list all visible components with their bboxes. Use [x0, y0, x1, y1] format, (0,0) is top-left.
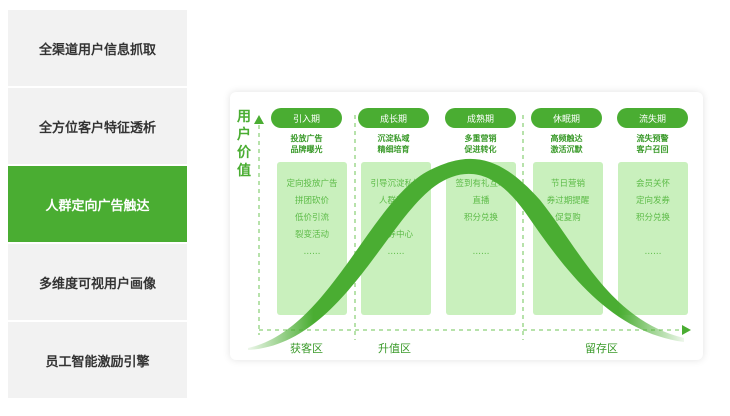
stage-subtitle-line: 沉淀私域 [377, 134, 410, 143]
stage-subtitle: 多重营销促进转化 [445, 133, 516, 155]
sidebar-item-customer-analysis[interactable]: 全方位客户特征透析 [8, 88, 187, 164]
x-axis-arrow-icon [682, 325, 691, 335]
stage-item: …… [303, 247, 321, 257]
stage-pill: 流失期 [617, 108, 688, 128]
stage-item: 定向投放广告 [286, 179, 338, 189]
y-axis-arrow-icon [254, 115, 264, 124]
stage-subtitle: 投放广告品牌曝光 [271, 133, 342, 155]
stage-item: 券过期提醒 [546, 196, 590, 206]
zone-acquisition: 获客区 [290, 342, 323, 355]
sidebar-item-user-portrait[interactable]: 多维度可视用户画像 [8, 244, 187, 320]
stage-item: 领券中心 [378, 230, 413, 240]
stage-subtitle-line: 品牌曝光 [290, 145, 323, 154]
stage-subtitle-line: 多重营销 [464, 134, 497, 143]
stage-subtitle-line: 投放广告 [290, 134, 323, 143]
stage-subtitle-line: 激活沉默 [550, 145, 583, 154]
stage-item: 引导沉淀私域 [370, 179, 422, 189]
stage-pill: 引入期 [271, 108, 342, 128]
sidebar: 全渠道用户信息抓取 全方位客户特征透析 人群定向广告触达 多维度可视用户画像 员… [8, 10, 187, 400]
zone-retention: 留存区 [585, 342, 618, 355]
stage-pill: 成长期 [358, 108, 429, 128]
stage-subtitle-line: 高频触达 [550, 134, 583, 143]
stage-subtitle: 流失预警客户召回 [617, 133, 688, 155]
stage-item: 低价引流 [294, 213, 329, 223]
stage-item: 积分兑换 [635, 213, 670, 223]
y-axis-label: 用户价值 [237, 109, 251, 179]
stage-item: …… [387, 247, 405, 257]
stage-subtitle: 高频触达激活沉默 [531, 133, 602, 155]
sidebar-item-targeted-ads[interactable]: 人群定向广告触达 [8, 166, 187, 242]
stage-item: …… [644, 247, 662, 257]
stage-subtitle-line: 精细培育 [377, 145, 410, 154]
stage-item: 会员关怀 [635, 179, 670, 189]
stage-item: 积分兑换 [463, 213, 498, 223]
stage-item: …… [472, 247, 490, 257]
stage-pill: 休眠期 [531, 108, 602, 128]
stage-pill: 成熟期 [445, 108, 516, 128]
curve-shape [248, 158, 684, 350]
stage-item: 签到有礼互动 [455, 179, 507, 189]
stage-subtitle-line: 促进转化 [464, 145, 497, 154]
stage-item: 节日营销 [550, 179, 585, 189]
stage-item: 拼团砍价 [294, 196, 329, 206]
stage-item: 定向发券 [635, 196, 670, 206]
stage-item: 裂变活动 [294, 230, 329, 240]
sidebar-item-staff-incentive[interactable]: 员工智能激励引擎 [8, 322, 187, 398]
stage-item: 直播 [472, 196, 490, 206]
stage-box: 会员关怀定向发券积分兑换 …… [618, 162, 688, 315]
sidebar-item-data-capture[interactable]: 全渠道用户信息抓取 [8, 10, 187, 86]
stage-subtitle-line: 客户召回 [636, 145, 669, 154]
stage-item: 促复购 [555, 213, 581, 223]
zone-growth: 升值区 [378, 342, 411, 355]
stage-subtitle-line: 流失预警 [636, 134, 669, 143]
stage-subtitle: 沉淀私域精细培育 [358, 133, 429, 155]
